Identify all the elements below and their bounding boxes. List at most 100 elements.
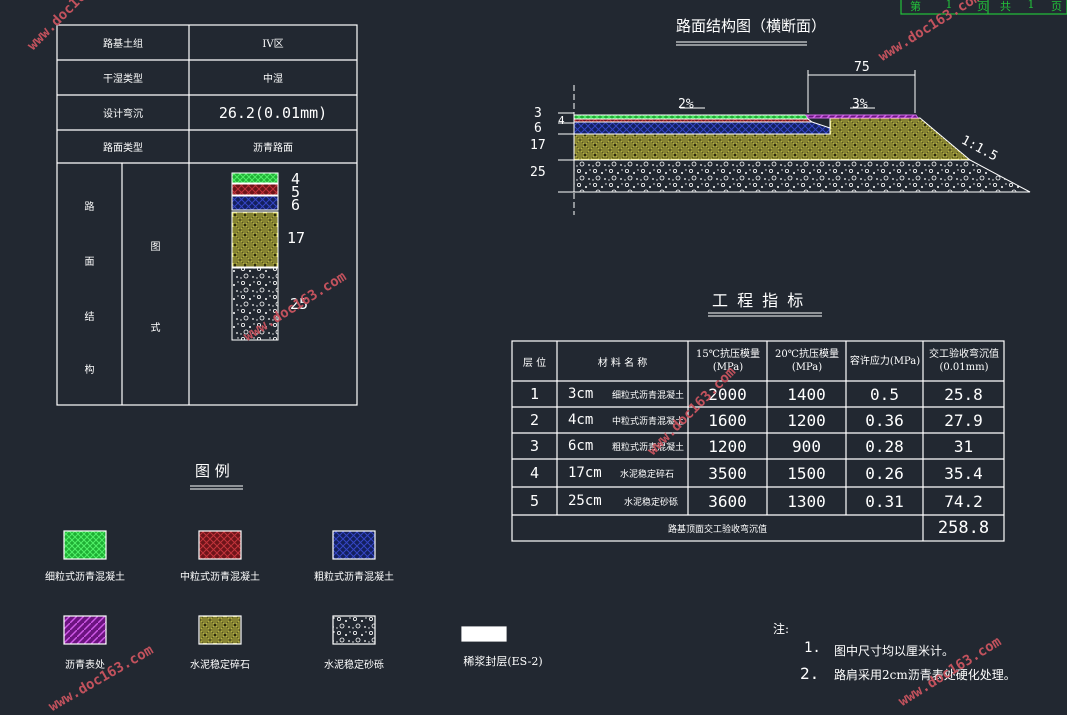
eng-cell-deflection: 25.8 — [944, 384, 983, 404]
swatch-cement-gravel — [198, 615, 242, 645]
eng-header-deflection: 交工验收弯沉值(0.01mm) — [929, 349, 999, 373]
dim-shoulder-75: 75 — [854, 60, 870, 75]
info-label-design-deflection: 设计弯沉 — [103, 109, 143, 120]
structure-label-1: 路 — [84, 201, 95, 213]
swatch-cement-sand — [332, 615, 376, 645]
info-value-soil-group: IV区 — [262, 39, 284, 50]
left-dim-6: 6 — [534, 121, 542, 136]
eng-cell-mod20: 1500 — [787, 463, 826, 483]
swatch-medium-asphalt — [198, 530, 242, 560]
note-1-text: 图中尺寸均以厘米计。 — [834, 644, 955, 658]
left-dim-17: 17 — [530, 138, 546, 153]
eng-cell-stress: 0.28 — [865, 436, 904, 456]
eng-cell-layer: 2 — [529, 411, 540, 429]
eng-cell-mod15: 3600 — [708, 491, 747, 511]
eng-cell-thick: 3cm — [568, 386, 594, 402]
notes-title: 注: — [773, 622, 790, 636]
swatch-slurry-seal — [461, 626, 507, 642]
structure-column — [231, 172, 279, 341]
eng-header-material: 材 料 名 称 — [597, 357, 648, 369]
eng-cell-thick: 6cm — [568, 438, 594, 454]
column-dim-4: 4 — [291, 170, 301, 188]
cross-section-title: 路面结构图（横断面） — [676, 17, 827, 35]
figure-label-1: 图 — [150, 241, 161, 253]
info-label-pavement-type: 路面类型 — [103, 143, 143, 154]
eng-cell-deflection: 74.2 — [944, 491, 983, 511]
eng-cell-mod20: 1300 — [787, 491, 826, 511]
eng-footer-label: 路基顶面交工验收弯沉值 — [667, 524, 767, 535]
eng-footer-value: 258.8 — [937, 518, 990, 538]
eng-cell-mod20: 900 — [792, 436, 821, 456]
info-table-grid — [56, 24, 358, 406]
figure-label-2: 式 — [150, 322, 161, 334]
legend-label-cement-gravel: 水泥稳定碎石 — [190, 660, 250, 671]
info-value-design-deflection: 26.2(0.01mm) — [218, 103, 328, 122]
eng-cell-stress: 0.31 — [865, 491, 904, 511]
eng-cell-layer: 4 — [529, 464, 540, 482]
eng-cell-mod15: 1200 — [708, 436, 747, 456]
eng-cell-stress: 0.26 — [865, 463, 904, 483]
info-value-pavement-type: 沥青路面 — [253, 143, 293, 154]
structure-label-4: 构 — [84, 364, 95, 376]
eng-cell-name: 水泥稳定砂砾 — [624, 497, 679, 508]
eng-cell-stress: 0.36 — [865, 410, 904, 430]
note-1-num: 1. — [804, 640, 821, 656]
legend-label-surface-treatment: 沥青表处 — [65, 660, 105, 671]
eng-cell-mod15: 1600 — [708, 410, 747, 430]
eng-table-title: 工 程 指 标 — [712, 291, 806, 310]
legend-label-slurry-seal: 稀浆封层(ES-2) — [463, 655, 543, 668]
eng-cell-name: 中粒式沥青混凝土 — [612, 416, 685, 427]
eng-cell-stress: 0.5 — [870, 384, 899, 404]
swatch-fine-asphalt — [63, 530, 107, 560]
eng-cell-name: 水泥稳定碎石 — [620, 469, 675, 480]
column-dim-25: 25 — [290, 295, 309, 313]
info-label-moisture: 干湿类型 — [103, 74, 143, 85]
eng-cell-name: 粗粒式沥青混凝土 — [612, 442, 685, 453]
cross-section — [558, 70, 1031, 215]
page-number-tag: 第 1 页 — [910, 0, 988, 13]
page-tag-box — [900, 0, 1067, 15]
eng-header-stress: 容许应力(MPa) — [849, 355, 921, 367]
eng-table-grid — [511, 340, 1005, 542]
eng-cell-mod15: 3500 — [708, 463, 747, 483]
legend-label-cement-sand: 水泥稳定砂砾 — [324, 660, 384, 671]
column-dim-17: 17 — [287, 229, 306, 247]
legend-title: 图 例 — [195, 462, 230, 480]
left-dim-25: 25 — [530, 165, 546, 180]
eng-header-mod20: 20℃抗压模量(MPa) — [775, 349, 839, 373]
info-value-moisture: 中湿 — [263, 74, 283, 85]
left-dim-3: 3 — [534, 106, 542, 121]
swatch-surface-treatment — [63, 615, 107, 645]
eng-cell-deflection: 35.4 — [944, 463, 983, 483]
column-dim-6: 6 — [291, 196, 301, 214]
column-dim-5: 5 — [291, 183, 301, 201]
note-2-num: 2. — [800, 664, 820, 683]
eng-cell-deflection: 31 — [953, 436, 974, 456]
eng-cell-mod20: 1200 — [787, 410, 826, 430]
legend-label-fine-asphalt: 细粒式沥青混凝土 — [45, 572, 125, 583]
eng-cell-thick: 17cm — [568, 465, 602, 481]
eng-cell-layer: 5 — [529, 492, 540, 510]
eng-cell-mod15: 2000 — [708, 384, 747, 404]
info-label-soil-group: 路基土组 — [103, 39, 143, 50]
swatch-coarse-asphalt — [332, 530, 376, 560]
structure-label-2: 面 — [84, 256, 95, 268]
eng-cell-name: 细粒式沥青混凝土 — [612, 390, 685, 401]
eng-cell-mod20: 1400 — [787, 384, 826, 404]
legend-label-coarse-asphalt: 粗粒式沥青混凝土 — [314, 572, 394, 583]
eng-cell-layer: 3 — [529, 437, 540, 455]
eng-cell-thick: 25cm — [568, 493, 602, 509]
eng-cell-layer: 1 — [529, 385, 540, 403]
eng-header-mod15: 15℃抗压模量(MPa) — [696, 349, 760, 373]
inner-dim-4: 4 — [558, 114, 565, 127]
legend-label-medium-asphalt: 中粒式沥青混凝土 — [180, 572, 260, 583]
structure-label-3: 结 — [84, 311, 95, 323]
slope-road: 2% — [678, 97, 694, 112]
eng-header-layer: 层 位 — [522, 357, 547, 369]
page-total-tag: 共 1 页 — [1000, 0, 1062, 13]
slope-shoulder: 3% — [852, 97, 868, 112]
eng-cell-thick: 4cm — [568, 412, 594, 428]
note-2-text: 路肩采用2cm沥青表处硬化处理。 — [834, 668, 1016, 682]
eng-cell-deflection: 27.9 — [944, 410, 983, 430]
